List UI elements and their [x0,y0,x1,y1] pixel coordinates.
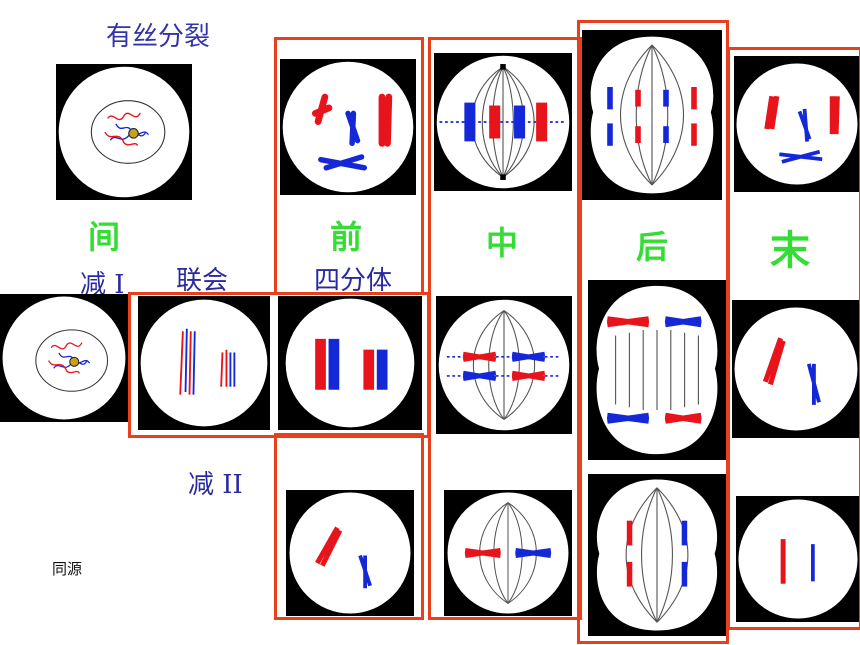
cell-meiosis1-prophase-tetrad [278,296,422,430]
cell-meiosis2-prophase [286,490,414,616]
stage-label-telophase: 末 [770,227,810,274]
cell-meiosis1-synapsis [138,296,270,430]
cell-meiosis1-metaphase [436,296,572,434]
label-homologous: 同源 [52,560,83,578]
cell-mitosis-anaphase [582,30,722,200]
cell-meiosis1-interphase [0,294,128,422]
cell-mitosis-telophase [734,56,860,192]
label-synapsis: 联会 [176,266,229,296]
cell-mitosis-prophase [280,59,416,195]
stage-label-anaphase: 后 [636,228,669,266]
cell-meiosis2-telophase [736,496,860,622]
cell-meiosis1-telophase [732,300,860,438]
diagram-title: 有丝分裂 [106,22,211,52]
stage-label-metaphase: 中 [486,224,519,262]
cell-meiosis2-anaphase [588,474,726,636]
row-label-meiosis-2: 减 II [188,470,243,500]
stage-label-prophase: 前 [330,218,363,256]
cell-mitosis-metaphase [434,53,572,191]
label-tetrad: 四分体 [314,266,393,296]
stage-label-interphase: 间 [88,218,121,256]
cell-meiosis2-metaphase [444,490,572,616]
cell-meiosis1-anaphase [588,280,726,460]
cell-mitosis-interphase [56,64,192,200]
